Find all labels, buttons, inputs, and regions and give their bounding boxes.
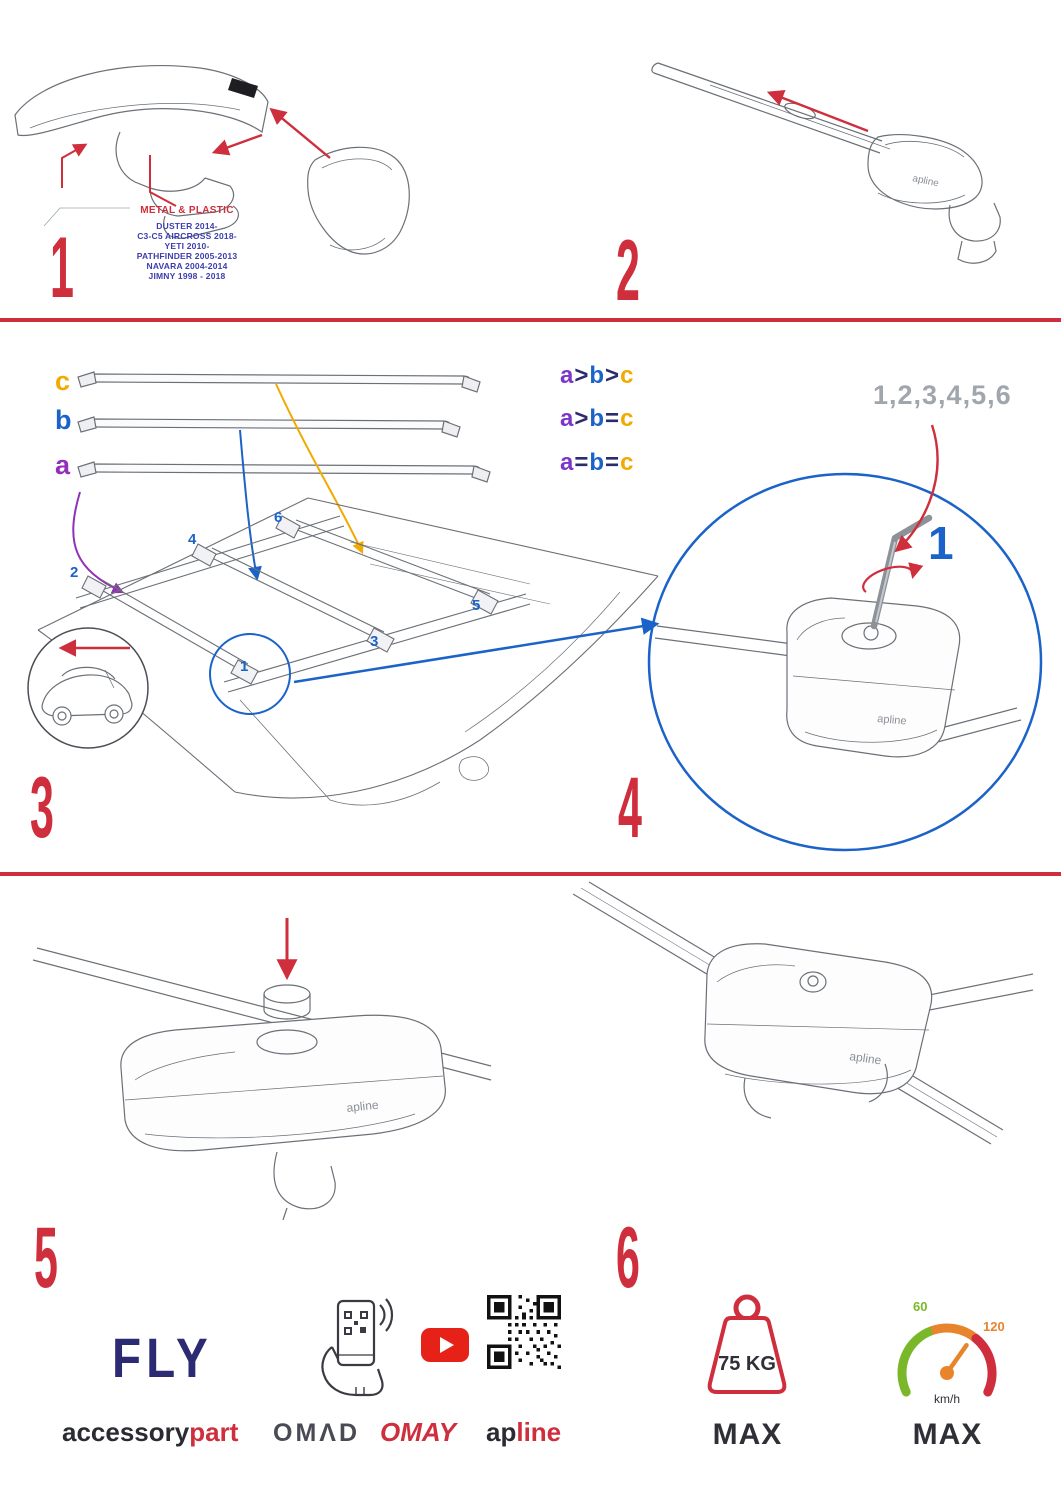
section-divider — [0, 318, 1061, 322]
bar-label-b: b — [55, 405, 72, 435]
step4-number: 4 — [618, 760, 642, 856]
car-inset-icon — [27, 627, 149, 749]
brand-omay: OMAY — [380, 1417, 457, 1447]
zoom-arrow — [293, 617, 660, 684]
bar-label-c: c — [55, 366, 71, 396]
speed-max-label: MAX — [912, 1418, 983, 1451]
phone-qr-hand-icon — [321, 1298, 394, 1397]
crossbar-c — [77, 371, 481, 393]
foot-logo: apline — [911, 173, 940, 189]
step6-mounted-diagram: apline — [572, 881, 1034, 1145]
tightening-sequence: 1,2,3,4,5,6 — [873, 380, 1012, 410]
crossbar-a — [77, 461, 491, 483]
sequence-arrow — [894, 424, 939, 553]
allen-key-highlight — [875, 541, 896, 623]
brand-accessorypart: accessorypart — [62, 1417, 239, 1447]
position-number: 1 — [240, 658, 248, 675]
weight-value: 75 KG — [718, 1353, 776, 1375]
brand-apline: apline — [486, 1417, 562, 1447]
cover-cap — [263, 984, 311, 1004]
bar-label-a: a — [55, 450, 71, 480]
leader-c — [275, 383, 364, 555]
rotate-arrow — [862, 562, 924, 593]
foot-logo: apline — [877, 713, 907, 728]
model-item: PATHFINDER 2005-2013 — [136, 251, 238, 261]
foot-logo: apline — [849, 1049, 883, 1067]
position-number: 5 — [472, 597, 480, 614]
step5-cap-diagram: apline — [32, 918, 492, 1220]
step3-roof-diagram: 2 4 6 1 3 5 — [27, 371, 660, 806]
weight-max-label: MAX — [712, 1418, 783, 1451]
model-item: DUSTER 2014- — [156, 221, 218, 231]
model-item: NAVARA 2004-2014 — [146, 261, 228, 271]
youtube-icon — [421, 1328, 469, 1362]
model-item: JIMNY 1998 - 2018 — [148, 271, 226, 281]
position-number: 4 — [188, 531, 197, 548]
length-formula-3: a=b=c — [560, 449, 635, 476]
sequence-callout: 1 — [928, 517, 954, 569]
position-number: 2 — [70, 564, 78, 581]
zoom-circle — [647, 472, 1043, 852]
step4-zoom-diagram: apline — [647, 424, 1043, 852]
brand-omad: OMΛD — [273, 1419, 360, 1447]
insert-arrow — [766, 90, 869, 133]
speedometer-icon: 60 120 km/h — [897, 1299, 1005, 1406]
model-item: C3-C5 AIRCROSS 2018- — [137, 231, 237, 241]
step6-number: 6 — [616, 1210, 640, 1306]
step2-bar-end-diagram: apline — [651, 62, 1001, 264]
weight-max-icon: 75 KG — [707, 1294, 787, 1394]
length-formula-2: a>b=c — [560, 405, 635, 432]
step2-number: 2 — [616, 223, 640, 319]
speed-high-label: 120 — [983, 1319, 1005, 1334]
step5-number: 5 — [34, 1210, 58, 1306]
section-divider — [0, 872, 1061, 876]
speed-unit-label: km/h — [934, 1392, 960, 1406]
step1-number: 1 — [50, 220, 74, 316]
foot-logo: apline — [346, 1098, 380, 1115]
step3-number: 3 — [30, 760, 54, 856]
logo-plate — [228, 78, 258, 98]
step1-clamp-diagram — [14, 65, 410, 255]
foot1-highlight-circle — [209, 633, 291, 715]
position-number: 3 — [370, 633, 378, 650]
position-number: 6 — [274, 509, 282, 526]
crossbar-b — [77, 416, 461, 438]
step1-red-arrows — [61, 107, 331, 207]
model-item: YETI 2010- — [164, 241, 210, 251]
length-formula-1: a>b>c — [560, 362, 635, 389]
leader-line — [43, 207, 130, 227]
model-list: DUSTER 2014- C3-C5 AIRCROSS 2018- YETI 2… — [92, 221, 282, 281]
brand-fly: FLY — [112, 1326, 213, 1389]
leader-b — [239, 429, 262, 581]
leader-a — [72, 491, 125, 594]
speed-low-label: 60 — [913, 1299, 927, 1314]
material-label: METAL & PLASTIC — [140, 205, 234, 216]
qr-code-icon — [487, 1295, 561, 1369]
